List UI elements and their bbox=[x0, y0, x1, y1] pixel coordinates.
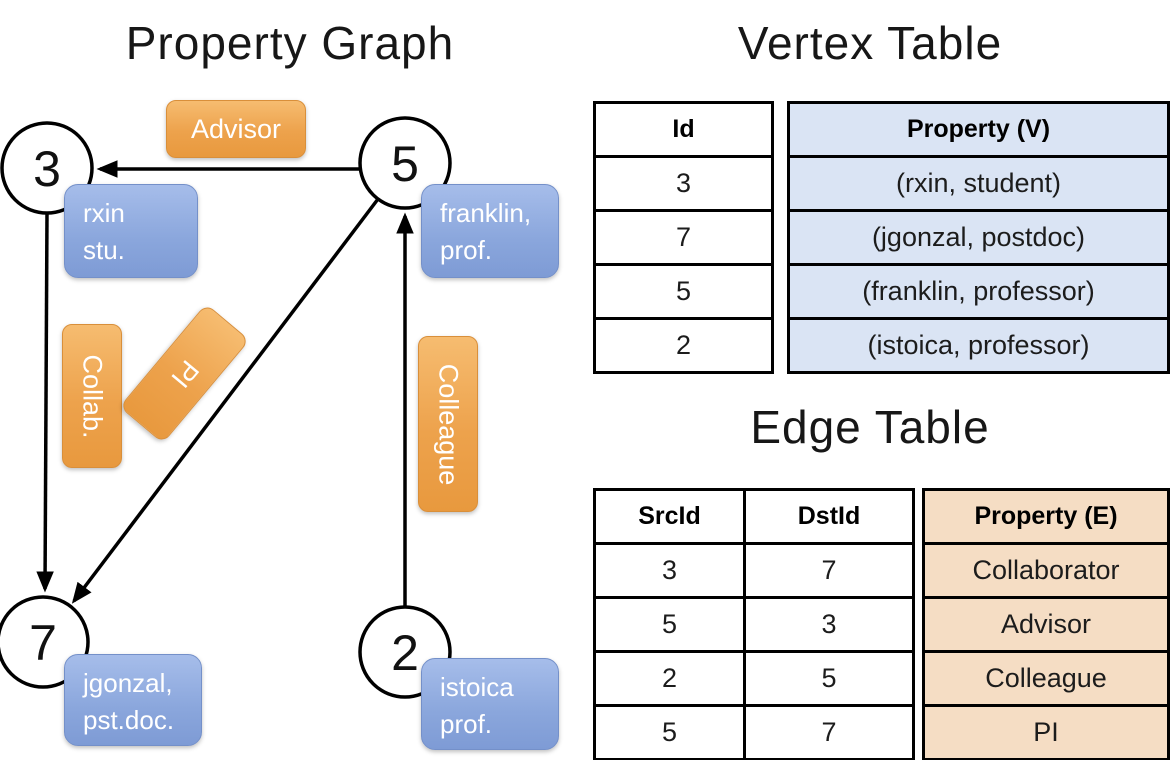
edge-property-cell: Colleague bbox=[922, 650, 1170, 707]
edge-table-title: Edge Table bbox=[750, 401, 990, 453]
vertex-property-7-line1: jgonzal, bbox=[83, 668, 173, 698]
vertex-property-label-7: jgonzal, pst.doc. bbox=[64, 654, 202, 746]
table-row: 3 bbox=[593, 155, 774, 212]
edge-src-cell: 5 bbox=[593, 704, 746, 760]
table-row: 5 3 bbox=[593, 596, 915, 653]
table-row: (franklin, professor) bbox=[787, 263, 1170, 320]
vertex-property-2-line2: prof. bbox=[440, 709, 493, 739]
table-row: 2 bbox=[593, 317, 774, 374]
vertex-property-cell: (jgonzal, postdoc) bbox=[787, 209, 1170, 266]
edge-label-pi-text: PI bbox=[165, 354, 205, 394]
edge-dst-cell: 7 bbox=[743, 704, 915, 760]
vertex-property-5-line2: prof. bbox=[440, 235, 493, 265]
table-row: (istoica, professor) bbox=[787, 317, 1170, 374]
edge-dst-cell: 7 bbox=[743, 542, 915, 599]
table-row: Id bbox=[593, 101, 774, 158]
edge-table-property-column: Property (E) Collaborator Advisor Collea… bbox=[922, 488, 1170, 760]
edge-property-cell: Collaborator bbox=[922, 542, 1170, 599]
table-row: Colleague bbox=[922, 650, 1170, 707]
vertex-property-label-3: rxin stu. bbox=[64, 184, 198, 278]
vertex-id-3: 3 bbox=[33, 141, 61, 197]
table-row: 2 5 bbox=[593, 650, 915, 707]
table-row: Collaborator bbox=[922, 542, 1170, 599]
vertex-property-2-line1: istoica bbox=[440, 672, 514, 702]
vertex-id-cell: 2 bbox=[593, 317, 774, 374]
vertex-property-label-2: istoica prof. bbox=[421, 658, 559, 750]
vertex-id-7: 7 bbox=[29, 615, 57, 671]
edge-src-cell: 3 bbox=[593, 542, 746, 599]
edge-table-dstid-header: DstId bbox=[743, 488, 915, 545]
vertex-id-cell: 3 bbox=[593, 155, 774, 212]
edge-src-cell: 5 bbox=[593, 596, 746, 653]
vertex-table-id-column: Id 3 7 5 2 bbox=[593, 101, 774, 374]
vertex-table-property-column: Property (V) (rxin, student) (jgonzal, p… bbox=[787, 101, 1170, 374]
table-row: PI bbox=[922, 704, 1170, 760]
vertex-id-2: 2 bbox=[391, 625, 419, 681]
table-row: 5 7 bbox=[593, 704, 915, 760]
vertex-id-cell: 5 bbox=[593, 263, 774, 320]
table-row: (rxin, student) bbox=[787, 155, 1170, 212]
edge-dst-cell: 5 bbox=[743, 650, 915, 707]
edge-property-cell: PI bbox=[922, 704, 1170, 760]
edge-label-collab-text: Collab. bbox=[77, 353, 108, 439]
table-row: 7 bbox=[593, 209, 774, 266]
edge-table-srcid-header: SrcId bbox=[593, 488, 746, 545]
vertex-property-label-5: franklin, prof. bbox=[421, 184, 559, 278]
property-graph-title: Property Graph bbox=[125, 17, 455, 69]
vertex-id-cell: 7 bbox=[593, 209, 774, 266]
edge-dst-cell: 3 bbox=[743, 596, 915, 653]
vertex-property-5-line1: franklin, bbox=[440, 198, 532, 228]
edge-label-advisor-text: Advisor bbox=[190, 113, 282, 144]
edge-pi-5-to-7 bbox=[71, 197, 380, 604]
table-row: (jgonzal, postdoc) bbox=[787, 209, 1170, 266]
edge-label-colleague-text: Colleague bbox=[433, 363, 464, 485]
vertex-property-3-line1: rxin bbox=[83, 198, 125, 228]
vertex-property-7-line2: pst.doc. bbox=[83, 705, 175, 735]
vertex-property-cell: (rxin, student) bbox=[787, 155, 1170, 212]
vertex-property-3-line2: stu. bbox=[83, 235, 125, 265]
edge-table-id-columns: SrcId DstId 3 7 5 3 2 5 5 7 bbox=[593, 488, 915, 760]
table-row: Advisor bbox=[922, 596, 1170, 653]
table-row: Property (E) bbox=[922, 488, 1170, 545]
edge-src-cell: 2 bbox=[593, 650, 746, 707]
edge-collab-3-to-7 bbox=[36, 212, 54, 593]
edge-property-cell: Advisor bbox=[922, 596, 1170, 653]
edge-label-advisor: Advisor bbox=[166, 100, 306, 158]
vertex-property-cell: (franklin, professor) bbox=[787, 263, 1170, 320]
table-row: Property (V) bbox=[787, 101, 1170, 158]
vertex-property-cell: (istoica, professor) bbox=[787, 317, 1170, 374]
edge-label-collab: Collab. bbox=[62, 324, 122, 468]
vertex-table-title: Vertex Table bbox=[737, 17, 1003, 69]
edge-table-property-header: Property (E) bbox=[922, 488, 1170, 545]
table-row: 5 bbox=[593, 263, 774, 320]
edge-label-colleague: Colleague bbox=[418, 336, 478, 512]
table-row: SrcId DstId bbox=[593, 488, 915, 545]
vertex-table-id-header: Id bbox=[593, 101, 774, 158]
table-row: 3 7 bbox=[593, 542, 915, 599]
vertex-id-5: 5 bbox=[391, 136, 419, 192]
vertex-table-property-header: Property (V) bbox=[787, 101, 1170, 158]
